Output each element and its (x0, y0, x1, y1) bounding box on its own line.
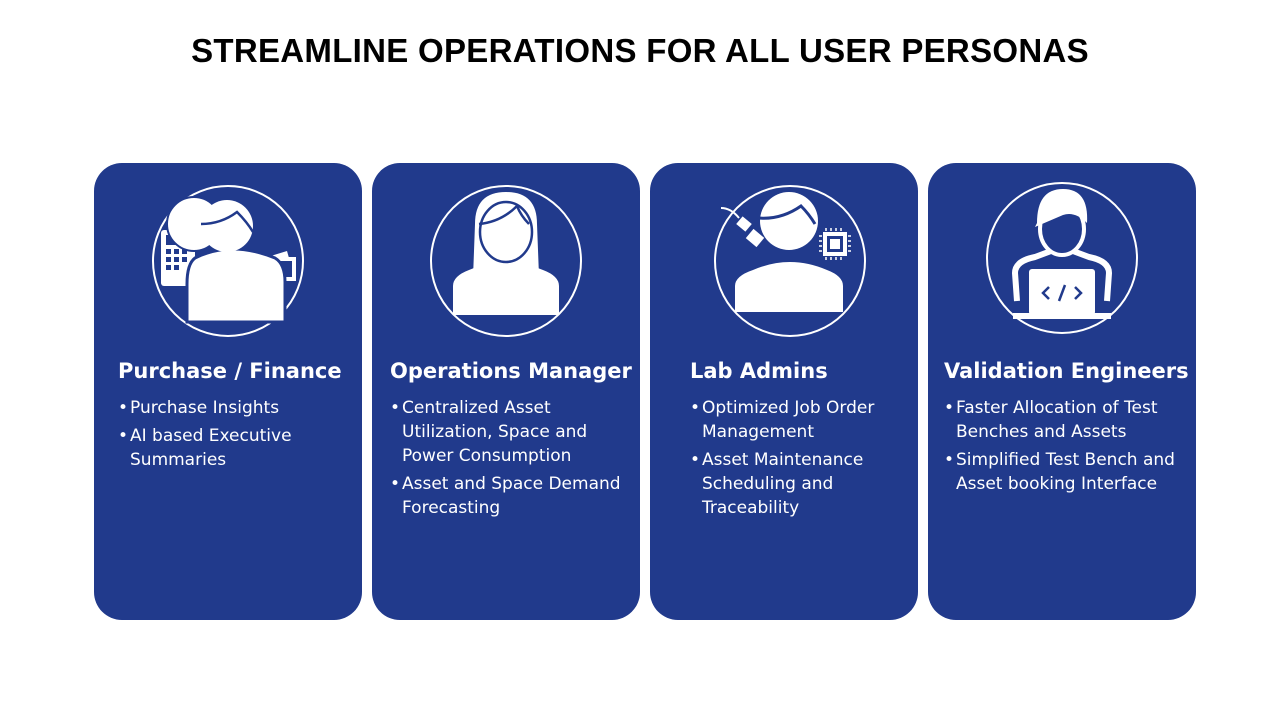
persona-title: Operations Manager (390, 359, 632, 383)
bullet-item: Purchase Insights (118, 396, 348, 420)
persona-card-purchase-finance: Purchase / Finance Purchase Insights AI … (94, 163, 362, 620)
bullet-item: Centralized Asset Utilization, Space and… (390, 396, 630, 468)
bullet-list: Faster Allocation of Test Benches and As… (944, 396, 1189, 500)
bullet-item: Asset Maintenance Scheduling and Traceab… (690, 448, 900, 520)
page-title: STREAMLINE OPERATIONS FOR ALL USER PERSO… (191, 32, 1089, 69)
persona-card-validation-engineers: Validation Engineers Faster Allocation o… (928, 163, 1196, 620)
persona-title: Lab Admins (690, 359, 828, 383)
persona-title: Validation Engineers (944, 359, 1189, 383)
persona-card-lab-admins: Lab Admins Optimized Job Order Managemen… (650, 163, 918, 620)
bullet-list: Purchase Insights AI based Executive Sum… (118, 396, 348, 476)
persona-title: Purchase / Finance (118, 359, 342, 383)
bullet-item: Faster Allocation of Test Benches and As… (944, 396, 1189, 444)
bullet-item: Simplified Test Bench and Asset booking … (944, 448, 1189, 496)
finance-person-icon (152, 185, 304, 337)
persona-card-operations-manager: Operations Manager Centralized Asset Uti… (372, 163, 640, 620)
manager-person-icon (430, 185, 582, 337)
bullet-item: Asset and Space Demand Forecasting (390, 472, 630, 520)
bullet-list: Centralized Asset Utilization, Space and… (390, 396, 630, 524)
engineer-laptop-icon (986, 182, 1138, 334)
bullet-list: Optimized Job Order Management Asset Mai… (690, 396, 900, 524)
bullet-item: AI based Executive Summaries (118, 424, 348, 472)
lab-admin-person-icon (714, 185, 866, 337)
bullet-item: Optimized Job Order Management (690, 396, 900, 444)
